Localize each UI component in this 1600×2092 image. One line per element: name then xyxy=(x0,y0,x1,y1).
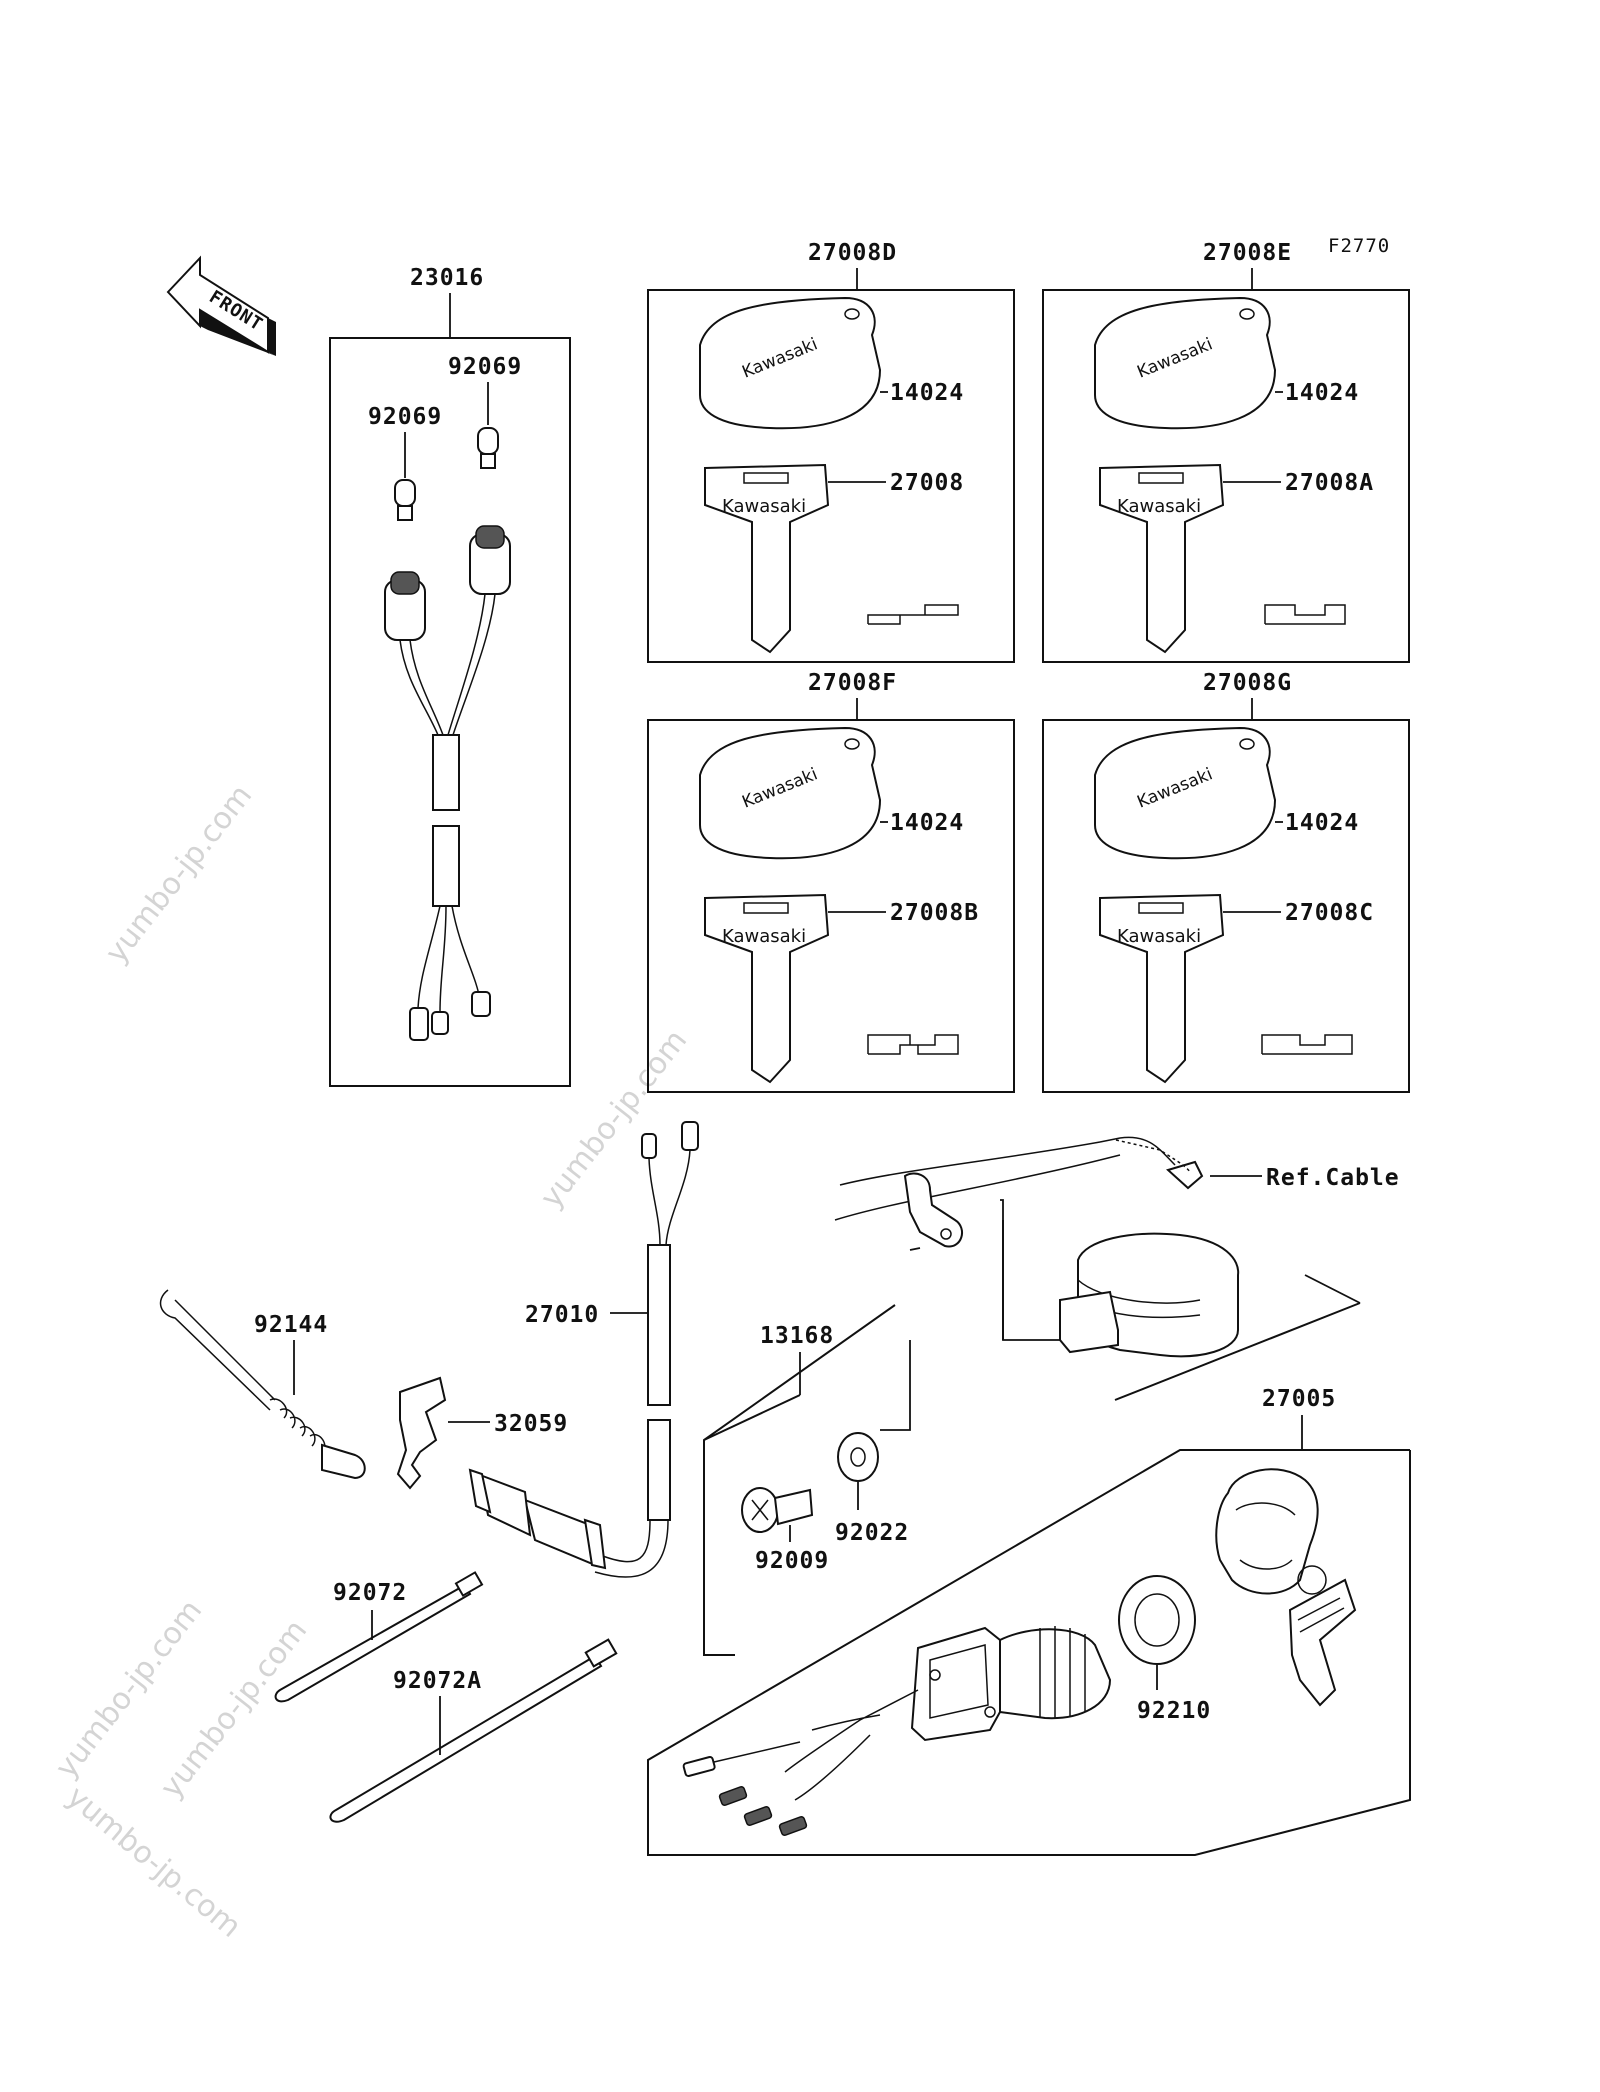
screw-92009: 92009 xyxy=(741,1487,829,1574)
keyset-27008E: 27008E Kawasaki 14024 Kawasaki 27008A xyxy=(1042,240,1410,663)
keyset-27008G: 27008G Kawasaki 14024 Kawasaki 27008C xyxy=(1042,670,1410,1093)
harness-27010: 27010 xyxy=(525,1121,699,1578)
watermark-2: yumbo-jp.com xyxy=(534,1023,694,1215)
kit-23016: 23016 92069 92069 xyxy=(329,265,571,1087)
label-14024-E: 14024 xyxy=(1285,380,1359,406)
label-27005: 27005 xyxy=(1262,1386,1336,1412)
label-ref-cable: Ref.Cable xyxy=(1266,1165,1400,1191)
ignition-switch-27005: 27005 92210 xyxy=(647,1386,1411,1856)
label-92144: 92144 xyxy=(254,1312,328,1338)
label-92210: 92210 xyxy=(1137,1698,1211,1724)
key-knob-icon: Kawasaki xyxy=(1094,726,1277,860)
washer-92022: 92022 xyxy=(835,1432,909,1546)
watermarks: yumbo-jp.com yumbo-jp.com yumbo-jp.com y… xyxy=(49,778,694,1944)
label-27008F: 27008F xyxy=(808,670,897,696)
keyset-27008D: 27008D Kawasaki 14024 Kawasaki 27008 xyxy=(647,240,1015,663)
key-blank-icon: Kawasaki xyxy=(704,893,830,1084)
label-92022: 92022 xyxy=(835,1520,909,1546)
clip-32059: 32059 xyxy=(396,1376,568,1490)
region-13168: 13168 xyxy=(703,1220,1361,1656)
label-27008D: 27008D xyxy=(808,240,897,266)
label-27008B: 27008B xyxy=(890,900,979,926)
label-14024-G: 14024 xyxy=(1285,810,1359,836)
key-brand-text: Kawasaki xyxy=(722,926,806,947)
label-92069-left: 92069 xyxy=(368,404,442,430)
cable-tie-92072A: 92072A xyxy=(329,1638,618,1823)
key-knob-icon: Kawasaki xyxy=(699,726,882,860)
label-92069-right: 92069 xyxy=(448,354,522,380)
key-brand-text: Kawasaki xyxy=(1117,926,1201,947)
label-27008: 27008 xyxy=(890,470,964,496)
key-blank-icon: Kawasaki xyxy=(704,463,830,654)
cable-tie-92072: 92072 xyxy=(274,1571,484,1703)
label-27008C: 27008C xyxy=(1285,900,1374,926)
brake-switch-icon xyxy=(468,1468,607,1570)
watermark-5: yumbo-jp.com xyxy=(60,1779,248,1945)
label-14024-F: 14024 xyxy=(890,810,964,836)
key-knob-icon: Kawasaki xyxy=(1094,296,1277,430)
label-27008E: 27008E xyxy=(1203,240,1292,266)
label-13168: 13168 xyxy=(760,1323,834,1349)
key-brand-text: Kawasaki xyxy=(722,496,806,517)
label-27008G: 27008G xyxy=(1203,670,1292,696)
label-23016: 23016 xyxy=(410,265,484,291)
label-32059: 32059 xyxy=(494,1411,568,1437)
bulb-icon xyxy=(394,427,499,521)
key-blank-icon: Kawasaki xyxy=(1099,893,1225,1084)
label-92009: 92009 xyxy=(755,1548,829,1574)
key-brand-text: Kawasaki xyxy=(1117,496,1201,517)
key-blank-icon: Kawasaki xyxy=(1099,463,1225,654)
label-92072: 92072 xyxy=(333,1580,407,1606)
cable-bracket: Ref.Cable xyxy=(834,1136,1400,1341)
key-knob-icon: Kawasaki xyxy=(699,296,882,430)
keyset-27008F: 27008F Kawasaki 14024 Kawasaki 27008B xyxy=(647,670,1015,1093)
switch-housing xyxy=(880,1232,1240,1431)
figure-code: F2770 xyxy=(1328,235,1390,257)
label-27008A: 27008A xyxy=(1285,470,1374,496)
label-27010: 27010 xyxy=(525,1302,599,1328)
label-14024-D: 14024 xyxy=(890,380,964,406)
front-arrow-icon: FRONT xyxy=(166,255,276,356)
socket-harness-icon xyxy=(384,525,511,1041)
label-92072A: 92072A xyxy=(393,1668,482,1694)
spring-92144: 92144 xyxy=(159,1289,366,1480)
watermark-1: yumbo-jp.com xyxy=(99,778,259,970)
